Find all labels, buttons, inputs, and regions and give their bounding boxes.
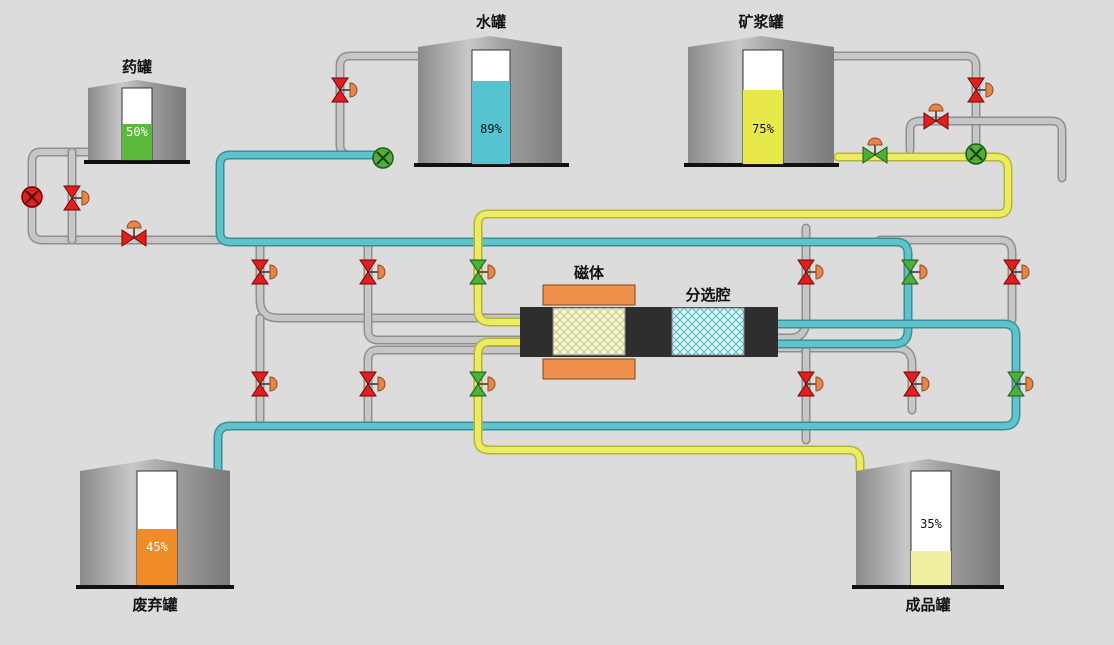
chamber-label: 分选腔 [685, 286, 730, 304]
magnet-top [542, 284, 636, 306]
valve-lower-4[interactable] [797, 371, 824, 397]
valve-upper-1[interactable] [251, 259, 278, 285]
valve-slurry-top[interactable] [967, 77, 994, 103]
valve-lower-2[interactable] [359, 371, 386, 397]
product-tank[interactable]: 35% 成品罐 [852, 459, 1004, 614]
tank-base [852, 585, 1004, 589]
level-percent: 89% [480, 122, 502, 136]
valve-slurry-feed[interactable] [862, 137, 888, 164]
tank-label: 成品罐 [905, 596, 950, 614]
magnet-core [552, 307, 626, 356]
tank-label: 废弃罐 [132, 596, 177, 614]
pipes [27, 51, 1067, 475]
valve-water-bypass[interactable] [331, 77, 358, 103]
valve-lower-1[interactable] [251, 371, 278, 397]
valve-upper-2[interactable] [359, 259, 386, 285]
valve-drug-outlet[interactable] [121, 220, 147, 247]
valve-drug-line[interactable] [63, 185, 90, 211]
magnetic-separator[interactable]: 磁体 分选腔 [520, 264, 778, 380]
pump-drug[interactable] [21, 186, 43, 208]
waste-tank[interactable]: 45% 废弃罐 [76, 459, 234, 614]
valve-upper-3[interactable] [469, 259, 496, 285]
magnet-label: 磁体 [574, 264, 605, 282]
level-fill [122, 124, 152, 160]
level-fill [472, 81, 510, 164]
tank-label: 水罐 [476, 13, 506, 31]
pump-slurry[interactable] [965, 143, 987, 165]
valve-upper-5[interactable] [901, 259, 928, 285]
separation-chamber [671, 307, 745, 356]
level-percent: 35% [920, 517, 942, 531]
magnet-bottom [542, 358, 636, 380]
tank-base [76, 585, 234, 589]
tank-base [84, 160, 190, 164]
valve-lower-6[interactable] [1007, 371, 1034, 397]
valve-slurry-return[interactable] [923, 103, 949, 130]
level-fill [137, 529, 177, 585]
tank-base [684, 163, 839, 167]
tank-base [414, 163, 569, 167]
drug-tank[interactable]: 50% 药罐 [84, 58, 190, 164]
valve-lower-3[interactable] [469, 371, 496, 397]
level-percent: 75% [752, 122, 774, 136]
level-percent: 45% [146, 540, 168, 554]
level-fill [911, 551, 951, 585]
slurry-tank[interactable]: 75% 矿浆罐 [684, 13, 839, 167]
valve-upper-4[interactable] [797, 259, 824, 285]
tank-label: 矿浆罐 [738, 13, 783, 31]
level-percent: 50% [126, 125, 148, 139]
slurry-pipes [473, 152, 1013, 475]
valve-lower-5[interactable] [903, 371, 930, 397]
tank-label: 药罐 [122, 58, 152, 76]
water-tank[interactable]: 89% 水罐 [414, 13, 569, 167]
level-fill [743, 90, 783, 164]
water-pipes [213, 150, 1021, 475]
valve-upper-6[interactable] [1003, 259, 1030, 285]
pump-water[interactable] [372, 147, 394, 169]
